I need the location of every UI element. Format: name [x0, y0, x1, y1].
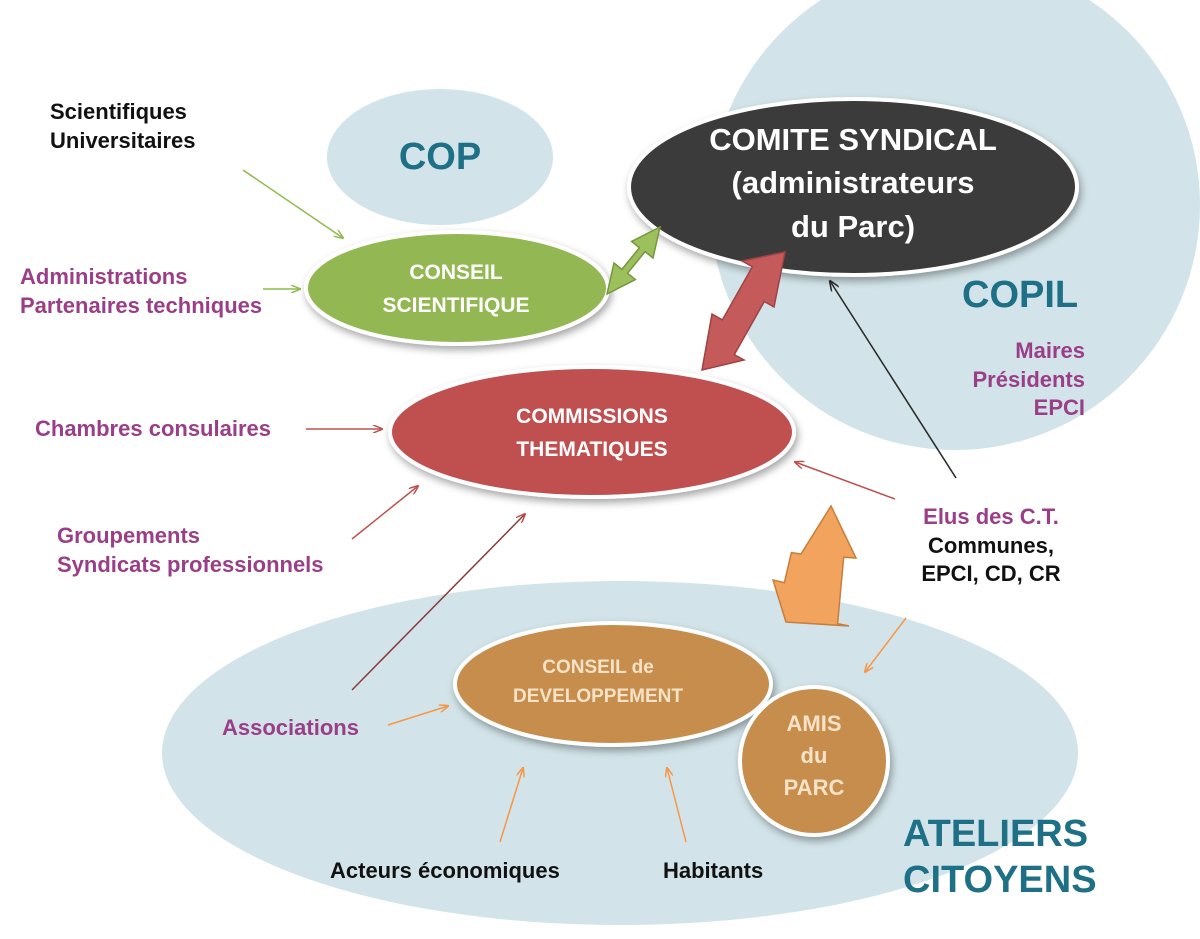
comite-syndical-line-1: COMITE SYNDICAL [709, 122, 997, 157]
double-arrow-red [701, 251, 786, 371]
commissions-line-2: THEMATIQUES [516, 437, 668, 461]
comite-syndical-label: COMITE SYNDICAL (administrateurs du Parc… [633, 118, 1073, 248]
administrations-line-1: Administrations [20, 264, 188, 289]
commissions-thematiques-label: COMMISSIONS THEMATIQUES [432, 401, 752, 466]
administrations-label: Administrations Partenaires techniques [20, 263, 262, 320]
scientifiques-line-2: Universitaires [50, 127, 196, 153]
amis-line-3: PARC [783, 774, 845, 800]
elus-label: Elus des C.T. Communes, EPCI, CD, CR [906, 503, 1076, 589]
conseil-scientifique-label: CONSEIL SCIENTIFIQUE [336, 257, 576, 322]
connector-elus-commissions [795, 462, 896, 500]
copil-member-maires: Maires [1015, 338, 1085, 363]
cop-group-ellipse [327, 89, 553, 225]
connector-elus-comite [830, 281, 957, 479]
conseil-developpement-node [453, 621, 773, 747]
copil-label: COPIL [962, 274, 1079, 316]
commissions-line-1: COMMISSIONS [516, 405, 668, 428]
cop-label: COP [398, 136, 482, 178]
chambres-consulaires-label: Chambres consulaires [35, 416, 271, 441]
groupements-label: Groupements Syndicats professionnels [57, 522, 324, 579]
commissions-thematiques-node [388, 365, 796, 499]
conseil-dev-line-1: CONSEIL de [542, 657, 654, 678]
associations-label: Associations [222, 715, 359, 740]
scientifiques-label: Scientifiques Universitaires [50, 98, 196, 155]
groupements-line-2: Syndicats professionnels [57, 551, 324, 577]
comite-syndical-line-3: du Parc) [790, 208, 916, 244]
connector-associations-conseil-dev [387, 706, 448, 726]
amis-line-1: AMIS [786, 711, 842, 736]
administrations-line-2: Partenaires techniques [20, 292, 263, 318]
connector-associations-commissions [351, 514, 525, 691]
elus-line-3: EPCI, CD, CR [921, 561, 1061, 587]
connector-acteurs-economiques [499, 768, 523, 843]
ateliers-citoyens-group-ellipse [162, 581, 1078, 925]
amis-line-2: du [800, 742, 828, 768]
conseil-developpement-label: CONSEIL de DEVELOPPEMENT [473, 654, 723, 711]
double-arrow-green [605, 225, 662, 296]
double-arrow-orange [771, 504, 858, 627]
conseil-dev-line-2: DEVELOPPEMENT [513, 685, 683, 707]
conseil-scientifique-line-2: SCIENTIFIQUE [382, 293, 530, 317]
comite-syndical-line-2: (administrateurs [731, 165, 975, 201]
copil-member-presidents: Présidents [972, 366, 1086, 392]
connector-habitants [667, 768, 687, 843]
conseil-scientifique-line-1: CONSEIL [409, 261, 503, 284]
connector-elus-amis [865, 617, 907, 672]
acteurs-economiques-label: Acteurs économiques [330, 858, 560, 883]
scientifiques-line-1: Scientifiques [50, 99, 187, 124]
copil-members: Maires Présidents EPCI [900, 337, 1086, 423]
connector-groupements [351, 486, 418, 540]
amis-du-parc-node [738, 685, 890, 837]
groupements-line-1: Groupements [57, 523, 201, 548]
copil-member-epci: EPCI [1033, 395, 1085, 421]
amis-du-parc-label: AMIS du PARC [770, 708, 858, 804]
connector-scientifiques [242, 169, 343, 238]
comite-syndical-node [627, 97, 1079, 277]
ateliers-citoyens-label: ATELIERS CITOYENS [903, 811, 1097, 904]
citoyens-label: CITOYENS [903, 859, 1097, 902]
habitants-label: Habitants [663, 858, 764, 883]
elus-line-2: Communes, [928, 532, 1054, 558]
elus-line-1: Elus des C.T. [923, 504, 1059, 529]
ateliers-label: ATELIERS [903, 813, 1089, 855]
